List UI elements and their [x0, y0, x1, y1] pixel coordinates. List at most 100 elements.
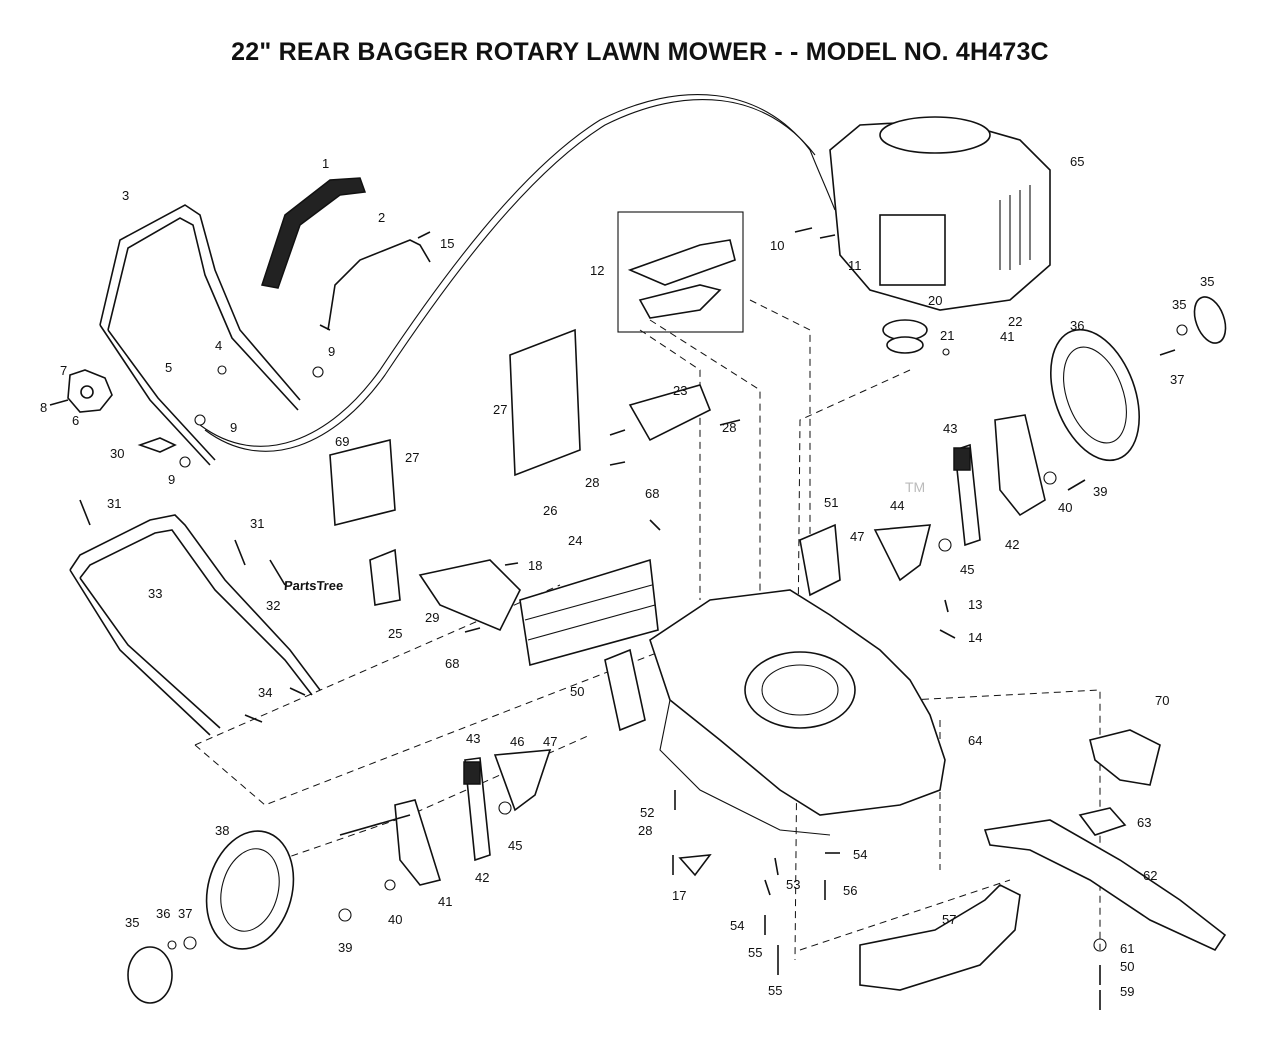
callout-42a: 42	[1005, 537, 1019, 552]
height-plate-46	[493, 749, 552, 812]
callout-21: 21	[940, 328, 954, 343]
callout-50a: 50	[570, 684, 584, 699]
callout-38: 38	[215, 823, 229, 838]
callout-44: 44	[890, 498, 904, 513]
callout-36b: 36	[156, 906, 170, 921]
height-plate-44	[873, 524, 932, 582]
callout-61: 61	[1120, 941, 1134, 956]
callout-18: 18	[528, 558, 542, 573]
callout-13: 13	[968, 597, 982, 612]
callout-52: 52	[640, 805, 654, 820]
callout-54a: 54	[853, 847, 867, 862]
callout-34: 34	[258, 685, 272, 700]
callout-43b: 43	[466, 731, 480, 746]
callout-53: 53	[786, 877, 800, 892]
callout-41a: 41	[1000, 329, 1014, 344]
callout-36a: 36	[1070, 318, 1084, 333]
mower-deck	[649, 589, 946, 836]
callout-6: 6	[72, 413, 79, 428]
callout-62: 62	[1143, 868, 1157, 883]
callout-5: 5	[165, 360, 172, 375]
wedge-17	[678, 854, 712, 877]
callout-47a: 47	[850, 529, 864, 544]
callout-45a: 45	[960, 562, 974, 577]
callout-37a: 37	[1170, 372, 1184, 387]
control-bail	[327, 239, 431, 331]
callout-68a: 68	[645, 486, 659, 501]
callout-22: 22	[1008, 314, 1022, 329]
callout-39a: 39	[1093, 484, 1107, 499]
axle-41-front	[394, 799, 442, 886]
diagram-title: 22" REAR BAGGER ROTARY LAWN MOWER - - MO…	[231, 38, 1049, 66]
callout-35a: 35	[1200, 274, 1214, 289]
callout-26: 26	[543, 503, 557, 518]
bracket-29	[418, 559, 521, 632]
upper-handle	[99, 204, 301, 466]
callout-24: 24	[568, 533, 582, 548]
callout-32: 32	[266, 598, 280, 613]
callout-37b: 37	[178, 906, 192, 921]
callout-42b: 42	[475, 870, 489, 885]
control-cable	[199, 94, 836, 447]
callout-27a: 27	[493, 402, 507, 417]
callout-30: 30	[110, 446, 124, 461]
callout-23: 23	[673, 383, 687, 398]
callout-2: 2	[378, 210, 385, 225]
bracket-51	[799, 523, 841, 597]
callout-45b: 45	[508, 838, 522, 853]
callout-68b: 68	[445, 656, 459, 671]
callout-51: 51	[824, 495, 838, 510]
callout-7: 7	[60, 363, 67, 378]
callout-57: 57	[942, 912, 956, 927]
engine	[829, 116, 1051, 311]
bracket-50	[604, 648, 646, 732]
callout-28c: 28	[638, 823, 652, 838]
callout-17: 17	[672, 888, 686, 903]
callout-47b: 47	[543, 734, 557, 749]
callout-9b: 9	[230, 420, 237, 435]
callout-3: 3	[122, 188, 129, 203]
bracket-69	[329, 438, 396, 527]
callout-69: 69	[335, 434, 349, 449]
blade-cover	[1089, 729, 1161, 786]
callout-55a: 55	[748, 945, 762, 960]
blade-adapter	[1078, 807, 1127, 836]
callout-65: 65	[1070, 154, 1084, 169]
callout-64: 64	[968, 733, 982, 748]
callout-59: 59	[1120, 984, 1134, 999]
callout-28a: 28	[722, 420, 736, 435]
callout-63: 63	[1137, 815, 1151, 830]
callout-labels: 1 2 3 4 5 6 7 8 9 9 9 10 11 12 13 14 15 …	[40, 154, 1214, 999]
callout-9c: 9	[168, 472, 175, 487]
callout-1: 1	[322, 156, 329, 171]
watermark: PartsTree	[284, 578, 344, 593]
callout-55b: 55	[768, 983, 782, 998]
callout-31b: 31	[250, 516, 264, 531]
callout-54b: 54	[730, 918, 744, 933]
axle-41-rear	[994, 414, 1046, 517]
callout-4: 4	[215, 338, 222, 353]
mower-blade	[983, 819, 1227, 952]
watermark-trademark: TM	[905, 479, 925, 495]
callout-35c: 35	[125, 915, 139, 930]
callout-9a: 9	[328, 344, 335, 359]
callout-31a: 31	[107, 496, 121, 511]
callout-27b: 27	[405, 450, 419, 465]
bracket-26	[509, 328, 581, 477]
bracket-25	[369, 548, 401, 606]
callout-35b: 35	[1172, 297, 1186, 312]
callout-15: 15	[440, 236, 454, 251]
callout-25: 25	[388, 626, 402, 641]
deflector-24	[519, 558, 659, 667]
callout-40a: 40	[1058, 500, 1072, 515]
callout-8: 8	[40, 400, 47, 415]
callout-10: 10	[770, 238, 784, 253]
bracket-23	[628, 384, 712, 442]
callout-50b: 50	[1120, 959, 1134, 974]
callout-39b: 39	[338, 940, 352, 955]
callout-56: 56	[843, 883, 857, 898]
lower-handle	[69, 514, 321, 736]
hardware	[49, 227, 1188, 1010]
rear-wheel	[1049, 296, 1227, 462]
